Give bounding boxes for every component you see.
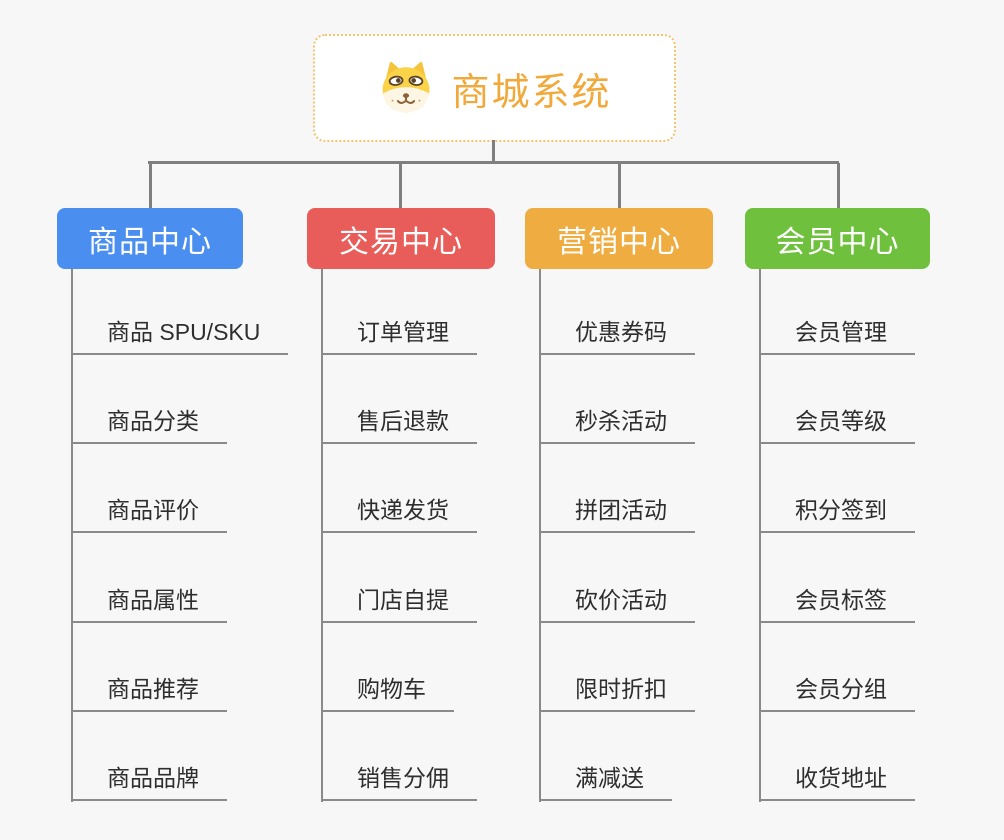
leaf-column-member: 会员管理 会员等级 积分签到 会员标签 会员分组 收货地址 bbox=[759, 269, 1004, 804]
connector-horizontal bbox=[148, 161, 839, 164]
leaf-item[interactable]: 砍价活动 bbox=[540, 580, 695, 623]
leaf-item[interactable]: 优惠券码 bbox=[540, 312, 695, 355]
connector-branch-stub bbox=[617, 163, 621, 209]
trunk-line bbox=[539, 269, 541, 802]
leaf-item[interactable]: 积分签到 bbox=[760, 490, 915, 534]
leaf-item[interactable]: 满减送 bbox=[540, 758, 672, 801]
leaf-column-marketing: 优惠券码 秒杀活动 拼团活动 砍价活动 限时折扣 满减送 bbox=[539, 269, 800, 804]
leaf-item[interactable]: 商品评价 bbox=[72, 490, 227, 534]
dog-face-icon bbox=[383, 61, 430, 113]
leaf-item[interactable]: 拼团活动 bbox=[540, 490, 695, 534]
leaf-item[interactable]: 商品属性 bbox=[72, 580, 227, 623]
trunk-line bbox=[759, 269, 761, 802]
leaf-item[interactable]: 收货地址 bbox=[760, 758, 915, 801]
branch-label: 营销中心 bbox=[557, 225, 681, 259]
leaf-item[interactable]: 会员管理 bbox=[760, 312, 915, 355]
leaf-item[interactable]: 售后退款 bbox=[322, 401, 477, 445]
leaf-item[interactable]: 商品推荐 bbox=[72, 669, 227, 712]
leaf-item[interactable]: 会员分组 bbox=[760, 669, 915, 712]
leaf-item[interactable]: 会员标签 bbox=[760, 580, 915, 623]
leaf-item[interactable]: 销售分佣 bbox=[322, 758, 477, 801]
leaf-item[interactable]: 商品分类 bbox=[72, 401, 227, 445]
connector-root-stub bbox=[492, 140, 495, 163]
branch-label: 会员中心 bbox=[775, 225, 900, 259]
branch-node-member-center[interactable]: 会员中心 bbox=[745, 208, 930, 269]
leaf-item[interactable]: 会员等级 bbox=[760, 401, 915, 445]
leaf-item[interactable]: 商品 SPU/SKU bbox=[72, 312, 289, 355]
branch-label: 交易中心 bbox=[339, 225, 463, 259]
trunk-line bbox=[321, 269, 323, 802]
root-node[interactable]: 商城系统 bbox=[313, 34, 676, 142]
branch-node-marketing-center[interactable]: 营销中心 bbox=[525, 208, 713, 269]
connector-branch-stub bbox=[398, 163, 402, 209]
leaf-item[interactable]: 限时折扣 bbox=[540, 669, 695, 712]
connector-branch-stub bbox=[836, 163, 840, 209]
branch-node-product-center[interactable]: 商品中心 bbox=[57, 208, 243, 269]
trunk-line bbox=[71, 269, 73, 802]
leaf-item[interactable]: 购物车 bbox=[322, 669, 454, 712]
leaf-item[interactable]: 秒杀活动 bbox=[540, 401, 695, 445]
branch-node-trade-center[interactable]: 交易中心 bbox=[307, 208, 495, 269]
connector-branch-stub bbox=[148, 163, 152, 209]
branch-label: 商品中心 bbox=[88, 225, 212, 259]
leaf-item[interactable]: 商品品牌 bbox=[72, 758, 227, 801]
leaf-column-trade: 订单管理 售后退款 快递发货 门店自提 购物车 销售分佣 bbox=[321, 269, 582, 804]
leaf-item[interactable]: 门店自提 bbox=[322, 580, 477, 623]
leaf-item[interactable]: 订单管理 bbox=[322, 312, 477, 355]
leaf-column-product: 商品 SPU/SKU 商品分类 商品评价 商品属性 商品推荐 商品品牌 bbox=[71, 269, 332, 804]
root-title: 商城系统 bbox=[451, 71, 612, 114]
leaf-item[interactable]: 快递发货 bbox=[322, 490, 477, 534]
